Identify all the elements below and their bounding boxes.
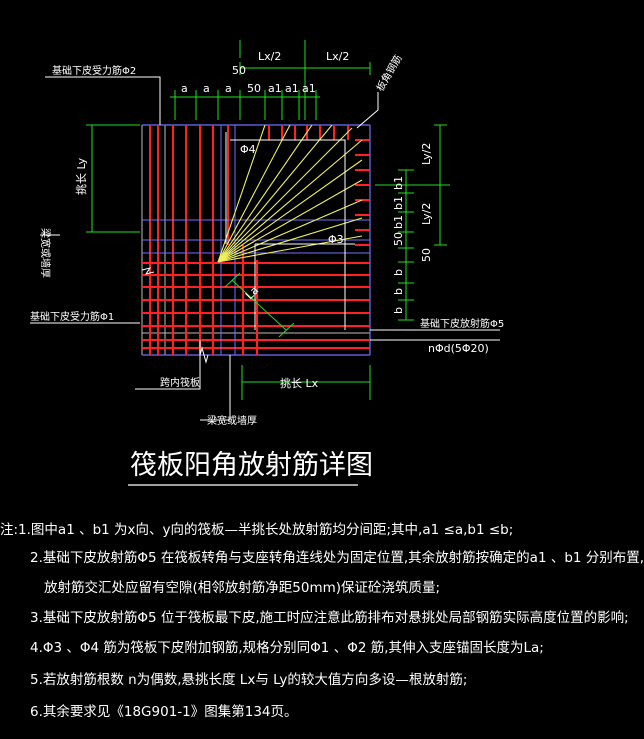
dim-right-50a: 50	[392, 232, 405, 246]
la-dimension	[224, 272, 295, 338]
dim-b1-3: b1	[392, 215, 405, 229]
note-6: 6.其余要求见《18G901-1》图集第134页。	[30, 704, 298, 720]
dim-a1-1: a1	[268, 82, 282, 95]
drawing-title: 筏板阳角放射筋详图	[130, 450, 373, 481]
label-bottom-bar-phi2: 基础下皮受力筋Φ2	[52, 64, 136, 77]
label-phi4: Φ4	[240, 143, 256, 156]
dim-a1-2: a1	[285, 82, 299, 95]
label-radial-bar-phi5: 基础下皮放射筋Φ5	[420, 317, 504, 330]
dim-a-1: a	[181, 82, 188, 95]
label-count-spec: nΦd(5Φ20)	[428, 342, 489, 355]
left-ly-dimension	[86, 124, 140, 233]
dim-right-50b: 50	[420, 248, 433, 262]
dim-ly-half-1: Ly/2	[420, 143, 433, 165]
dim-b-3: b	[392, 307, 405, 314]
dim-b1-2: b1	[392, 196, 405, 210]
rebar-inner-blue	[142, 125, 370, 355]
dim-a-3: a	[225, 82, 232, 95]
label-corner-bar: 板角钢筋	[373, 52, 404, 93]
dim-b1-1: b1	[392, 176, 405, 190]
rebar-horizontal	[142, 139, 370, 349]
dim-b-2: b	[392, 288, 405, 295]
leaders	[30, 76, 500, 421]
break-marks	[141, 267, 209, 364]
top-dimensions	[170, 40, 371, 120]
dim-a-2: a	[203, 82, 210, 95]
label-cantilever-lx: 挑长 Lx	[280, 376, 319, 390]
label-beam-width-bottom: 梁宽或墙厚	[207, 414, 257, 427]
label-cantilever-ly: 挑长 Ly	[74, 157, 88, 195]
dim-lx-half-2: Lx/2	[326, 50, 349, 63]
right-dimensions	[375, 124, 450, 321]
dim-top-50: 50	[232, 64, 246, 77]
dim-ly-half-2: Ly/2	[420, 203, 433, 225]
radial-bars	[217, 124, 363, 263]
bottom-lx-dimension	[241, 365, 371, 400]
note-1: 注:1.图中a1 、b1 为x向、y向的筏板—半挑长处放射筋均分间距;其中,a1…	[0, 522, 514, 538]
note-4: 4.Φ3 、Φ4 筋为筏板下皮附加钢筋,规格分别同Φ1 、Φ2 筋,其伸入支座锚…	[30, 640, 544, 656]
label-phi3: Φ3	[328, 233, 344, 246]
additional-bars	[225, 132, 355, 330]
note-5: 5.若放射筋根数 n为偶数,悬挑长度 Lx与 Ly的较大值方向多设—根放射筋;	[30, 672, 468, 688]
raft-corner-detail-drawing: 基础下皮受力筋Φ2 板角钢筋 基础下皮受力筋Φ1 梁宽或墙厚 跨内筏板 梁宽或墙…	[30, 40, 504, 486]
dim-a1-3: a1	[302, 82, 316, 95]
dim-b-1: b	[392, 269, 405, 276]
drawing-canvas: 基础下皮受力筋Φ2 板角钢筋 基础下皮受力筋Φ1 梁宽或墙厚 跨内筏板 梁宽或墙…	[0, 40, 644, 720]
label-inner-slab: 跨内筏板	[160, 376, 200, 389]
note-2-cont: 放射筋交汇处应留有空隙(相邻放射筋净距50mm)保证砼浇筑质量;	[44, 580, 441, 596]
note-2: 2.基础下皮放射筋Φ5 在筏板转角与支座转角连线处为固定位置,其余放射筋按确定的…	[30, 550, 644, 566]
label-beam-width-left: 梁宽或墙厚	[39, 228, 52, 278]
note-3: 3.基础下皮放射筋Φ5 位于筏板最下皮,施工时应注意此筋排布对悬挑处局部钢筋实际…	[30, 610, 629, 626]
dim-lx-half-1: Lx/2	[258, 50, 281, 63]
label-bottom-bar-phi1: 基础下皮受力筋Φ1	[30, 310, 114, 323]
dim-mid-50: 50	[247, 82, 261, 95]
